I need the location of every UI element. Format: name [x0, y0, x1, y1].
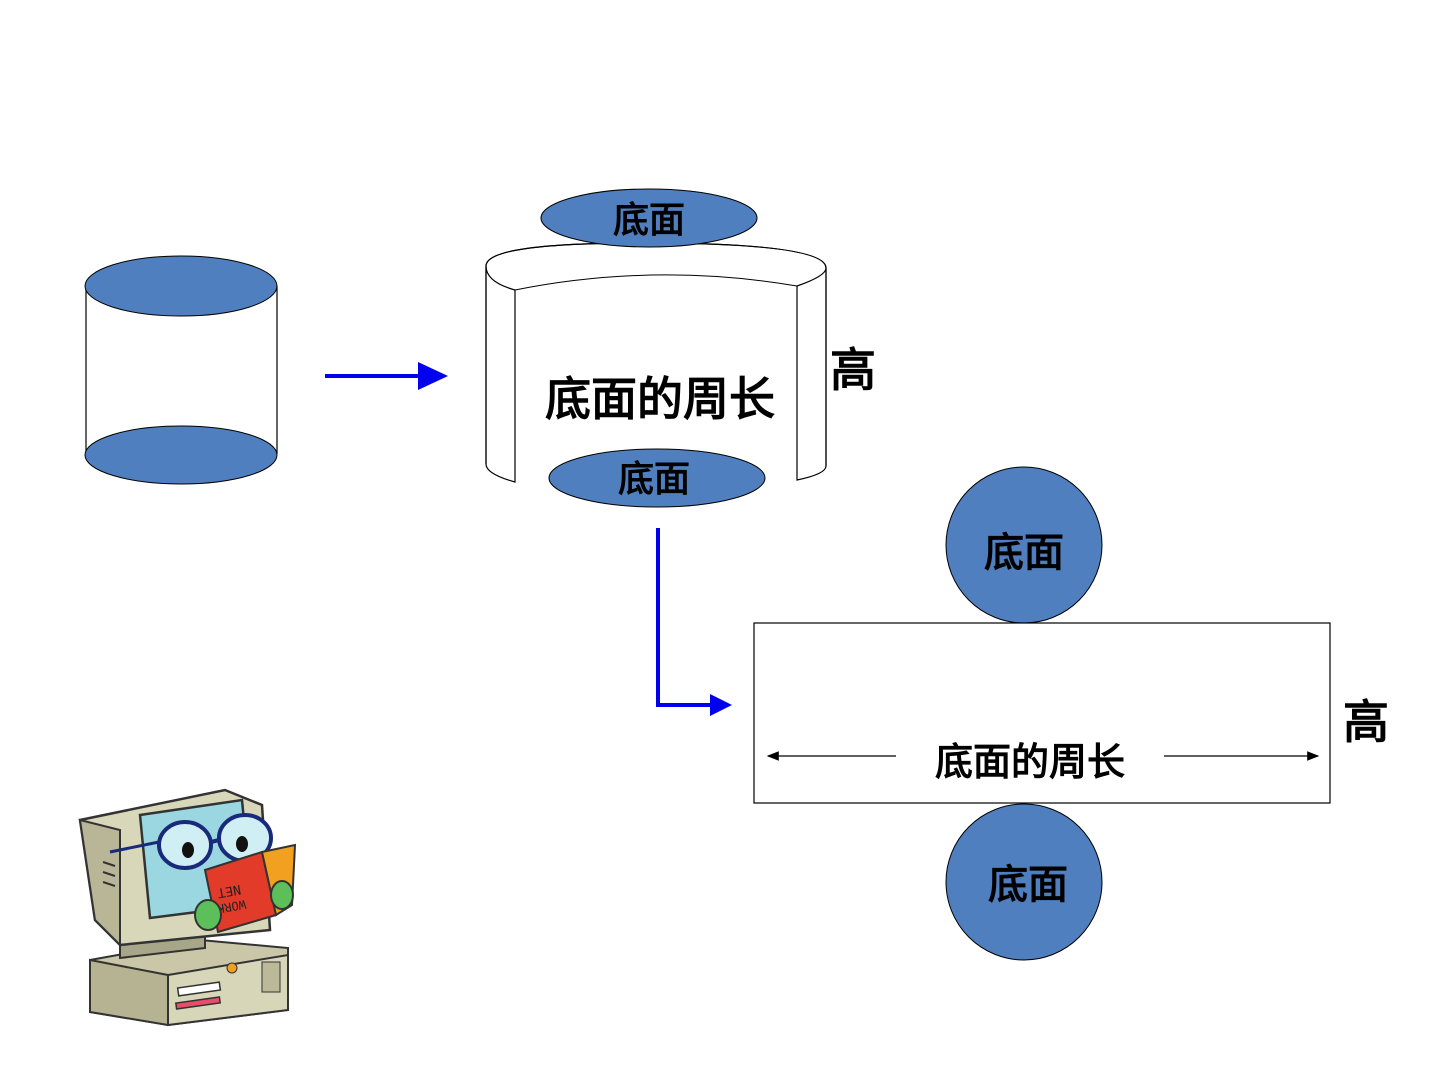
computer-reading-clipart: NET WORK	[78, 788, 297, 1027]
unrolled-top-base-label: 底面	[613, 200, 685, 241]
net-top-base-label: 底面	[984, 530, 1064, 576]
unrolled-top-base	[540, 188, 758, 248]
lateral-surface-right	[485, 242, 827, 481]
arrow-to-unrolled	[325, 362, 448, 390]
arrow-to-net	[656, 528, 732, 716]
unrolled-bottom-base-label: 底面	[618, 459, 690, 500]
cylinder-bottom-base	[84, 425, 278, 485]
book-text-line2: WORK	[215, 897, 247, 916]
unrolled-bottom-base	[548, 448, 766, 508]
net-height-label: 高	[1343, 695, 1389, 749]
lateral-surface-left	[485, 265, 516, 483]
net-lateral-rectangle	[753, 622, 1331, 804]
net-bottom-base-label: 底面	[988, 862, 1068, 908]
cylinder-top-base	[84, 255, 278, 317]
book-text-line1: NET	[216, 881, 242, 900]
net-bottom-base	[945, 803, 1103, 961]
solid-cylinder	[84, 255, 278, 485]
unrolled-perimeter-label: 底面的周长	[545, 372, 775, 426]
unrolled-cylinder: 底面 底面的周长 底面 高	[485, 188, 876, 508]
net-perimeter-label: 底面的周长	[935, 740, 1125, 784]
flat-net: 底面 底面的周长 高 底面	[753, 466, 1389, 961]
unrolled-height-label: 高	[830, 343, 876, 397]
